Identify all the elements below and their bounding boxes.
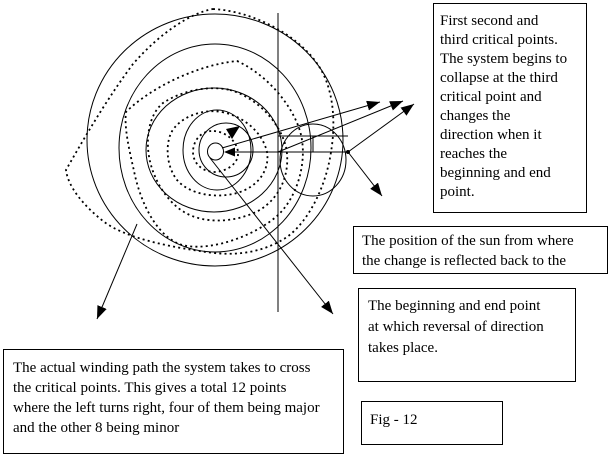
note-line: at which reversal of direction: [368, 319, 544, 335]
figure-label: Fig - 12: [370, 412, 418, 428]
orbit-circle-inner: [199, 123, 253, 177]
note-line: changes the: [440, 108, 511, 124]
note-line: First second and: [440, 13, 539, 29]
arrow-to-reversal-note: [210, 158, 333, 314]
orbit-circle-4: [183, 110, 251, 190]
winding-path-note: The actual winding path the system takes…: [3, 349, 344, 454]
sun-axis-left-arrowhead: [224, 147, 235, 157]
note-line: where the left turns right, four of them…: [13, 400, 320, 416]
note-line: the critical points. This gives a total …: [13, 380, 287, 396]
figure-label-box: Fig - 12: [361, 401, 503, 445]
winding-path-3: [148, 88, 287, 220]
critical-points-note: First second and third critical points. …: [433, 3, 587, 213]
center-point-circle: [208, 143, 224, 160]
arrow-to-sun-note: [348, 152, 382, 196]
note-line: critical point and: [440, 89, 542, 105]
note-line: direction when it: [440, 127, 542, 143]
note-line: and the other 8 being minor: [13, 420, 180, 436]
note-line: The system begins to: [440, 51, 568, 67]
orbit-circle-outer: [87, 14, 343, 266]
winding-path-4: [168, 111, 268, 195]
note-line: point.: [440, 184, 475, 200]
sun-position-note: The position of the sun from where the c…: [353, 226, 608, 274]
note-line: The beginning and end point: [368, 298, 541, 314]
arrow-critical-point-3: [348, 104, 414, 152]
note-line: takes place.: [368, 340, 438, 356]
arrow-critical-point-1: [222, 100, 380, 148]
orbit-circle-3: [146, 88, 282, 212]
note-line: collapse at the third: [440, 70, 558, 86]
reversal-point-note: The beginning and end point at which rev…: [358, 288, 576, 382]
reflection-ellipse: [280, 124, 346, 196]
arrow-to-winding-note: [97, 224, 137, 319]
note-line: The actual winding path the system takes…: [13, 360, 311, 376]
note-line: beginning and end: [440, 165, 551, 181]
note-line: the change is reflected back to the: [362, 253, 567, 269]
winding-path-2: [126, 61, 303, 247]
orbit-circle-2: [119, 44, 311, 252]
orbit-direction-arrowhead: [226, 126, 240, 139]
note-line: The position of the sun from where: [362, 233, 574, 249]
note-line: third critical points.: [440, 32, 558, 48]
winding-path-inner: [193, 131, 238, 172]
note-line: reaches the: [440, 146, 508, 162]
arrow-critical-point-2: [278, 101, 403, 152]
